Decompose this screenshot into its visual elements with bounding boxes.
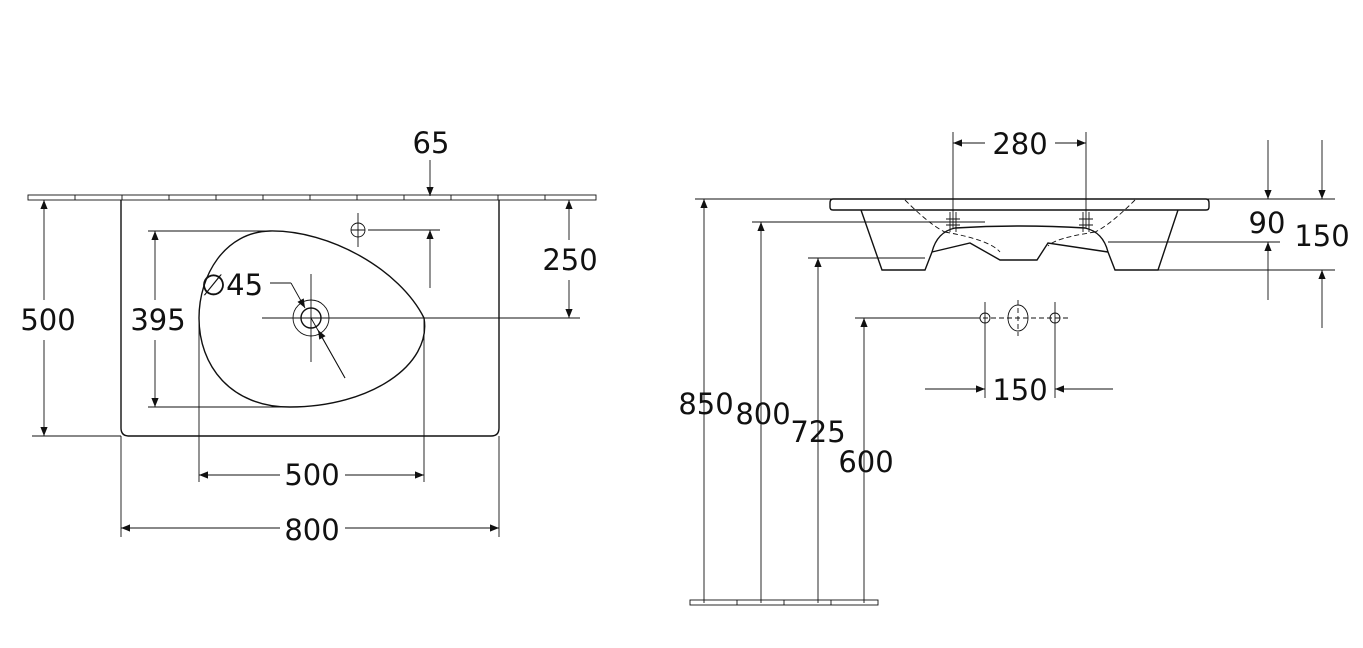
dim-tap-hole-spacing: 280 bbox=[992, 127, 1047, 161]
basin-profile bbox=[829, 198, 1210, 271]
floor-strip bbox=[689, 599, 879, 606]
basin-outline bbox=[120, 200, 500, 437]
top-view: 500 395 250 65 ∅45 500 800 bbox=[20, 126, 597, 547]
dim-height-800: 800 bbox=[735, 397, 790, 431]
dim-drain-diameter: ∅45 bbox=[201, 268, 263, 302]
dim-drain-offset: 250 bbox=[542, 243, 597, 277]
wall-strip bbox=[27, 194, 597, 201]
drain-icon bbox=[262, 274, 580, 379]
dim-height-725: 725 bbox=[790, 415, 845, 449]
wall-connection-icons bbox=[975, 300, 1068, 398]
dim-bowl-depth: 395 bbox=[130, 303, 185, 337]
tap-hole-icon bbox=[350, 213, 440, 247]
dim-depth-150: 150 bbox=[1294, 219, 1349, 253]
bowl-outline bbox=[198, 230, 426, 408]
dim-bowl-width: 500 bbox=[284, 458, 339, 492]
dim-total-width: 800 bbox=[284, 513, 339, 547]
dim-depth-90: 90 bbox=[1249, 206, 1286, 240]
dim-height-600: 600 bbox=[838, 445, 893, 479]
dim-tap-offset: 65 bbox=[413, 126, 450, 160]
dim-connection-spacing: 150 bbox=[992, 373, 1047, 407]
dim-height-850: 850 bbox=[678, 387, 733, 421]
dim-depth-total: 500 bbox=[20, 303, 75, 337]
height-dimensions: 850 800 725 600 bbox=[678, 199, 980, 603]
side-view: 280 850 800 725 600 150 bbox=[678, 127, 1350, 606]
